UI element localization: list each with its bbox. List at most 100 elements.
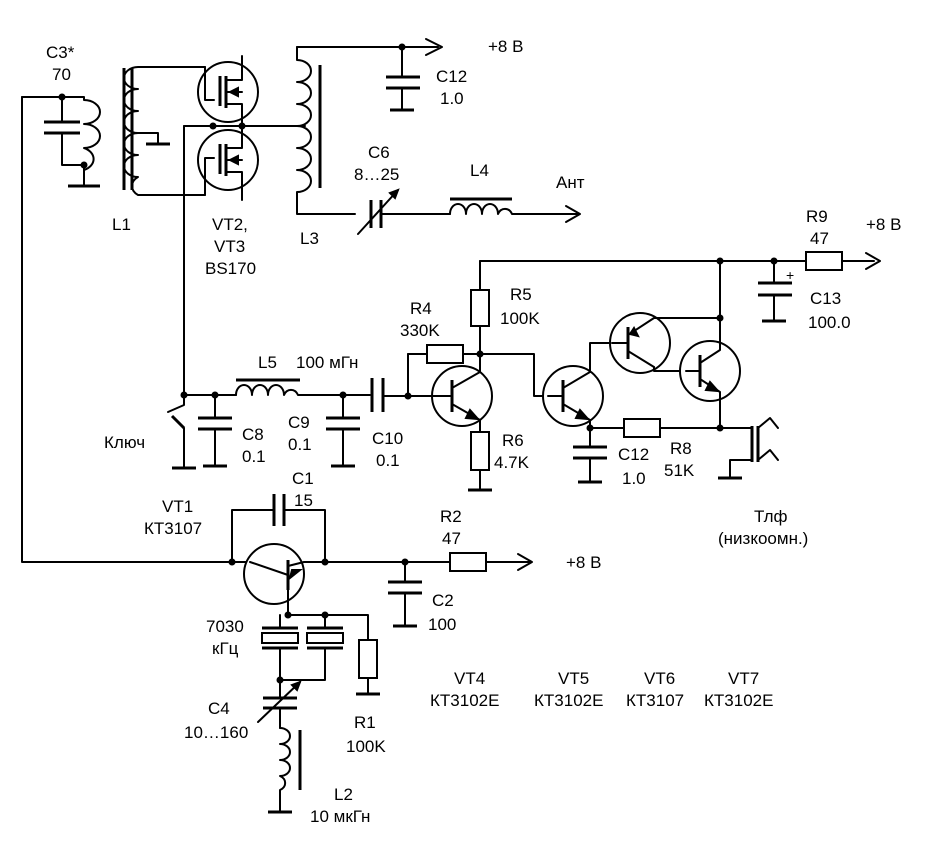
label-r4-value: 330K <box>400 321 440 340</box>
capacitor-c1 <box>228 494 329 566</box>
svg-text:+: + <box>786 267 794 283</box>
resistor-r5 <box>470 260 490 358</box>
capacitor-c12-bottom <box>573 427 607 484</box>
inductor-l5 <box>235 378 371 399</box>
component-labels: C3* 70 L1 VT2, VT3 BS170 L3 +8 В C12 1.0… <box>46 37 901 826</box>
label-l4: L4 <box>470 161 489 180</box>
wire-vt4-vt5 <box>479 353 549 397</box>
label-c10-value: 0.1 <box>376 451 400 470</box>
label-l5-value: 100 мГн <box>296 353 358 372</box>
wire-c3-vt1 <box>21 96 251 563</box>
transistor-vt4 <box>407 353 493 433</box>
label-vt23-c: BS170 <box>205 259 256 278</box>
label-c1: C1 <box>292 469 314 488</box>
label-supply-top: +8 В <box>488 37 523 56</box>
label-c4-value: 10…160 <box>184 723 248 742</box>
inductor-l4 <box>449 197 581 223</box>
audio-supply-rail <box>479 251 881 271</box>
label-r4: R4 <box>410 299 432 318</box>
resistor-r6 <box>468 431 492 492</box>
label-c4: C4 <box>208 699 230 718</box>
label-vt23-b: VT3 <box>214 237 245 256</box>
transistor-vt5 <box>542 342 613 432</box>
label-key: Ключ <box>104 433 145 452</box>
label-xtal-freq: 7030 <box>206 617 244 636</box>
label-supply-mid: +8 В <box>566 553 601 572</box>
variable-capacitor-c6 <box>357 188 451 235</box>
label-r5-value: 100K <box>500 309 540 328</box>
capacitor-c13: + <box>758 260 794 323</box>
capacitor-c8 <box>198 394 232 468</box>
label-c8-value: 0.1 <box>242 447 266 466</box>
label-l2-value: 10 мкГн <box>310 807 370 826</box>
label-tlf-note: (низкоомн.) <box>718 529 808 548</box>
inductor-l3 <box>296 38 443 215</box>
wire-l5-chain <box>183 391 237 399</box>
label-vt4: VT4 <box>454 669 485 688</box>
label-r8: R8 <box>670 439 692 458</box>
resistor-r2 <box>449 552 533 572</box>
label-l1: L1 <box>112 215 131 234</box>
inductor-l2 <box>268 727 302 814</box>
label-c3: C3* <box>46 43 75 62</box>
label-r2: R2 <box>440 507 462 526</box>
mosfet-wiring <box>183 55 306 396</box>
label-r1-value: 100K <box>346 737 386 756</box>
label-l5: L5 <box>258 353 277 372</box>
resistor-r4 <box>404 344 481 400</box>
label-ant: Ант <box>556 173 585 192</box>
label-vt7: VT7 <box>728 669 759 688</box>
label-c2: C2 <box>432 591 454 610</box>
label-vt7-type: КТ3102Е <box>704 691 773 710</box>
label-c12-top: C12 <box>436 67 467 86</box>
label-vt1-type: КТ3107 <box>144 519 202 538</box>
capacitor-c2 <box>388 561 422 628</box>
label-supply-right: +8 В <box>866 215 901 234</box>
label-vt4-type: КТ3102Е <box>430 691 499 710</box>
label-c13-value: 100.0 <box>808 313 851 332</box>
label-r2-value: 47 <box>442 529 461 548</box>
label-vt23-a: VT2, <box>212 215 248 234</box>
label-vt6-type: КТ3107 <box>626 691 684 710</box>
mosfet-vt3 <box>197 125 259 196</box>
capacitor-c12-top <box>386 43 420 112</box>
label-c9-value: 0.1 <box>288 435 312 454</box>
mosfet-vt2 <box>197 61 259 127</box>
transistor-vt1 <box>243 543 451 619</box>
transistor-vt7 <box>679 260 741 429</box>
label-c1-value: 15 <box>294 491 313 510</box>
label-c10: C10 <box>372 429 403 448</box>
label-c12-top-value: 1.0 <box>440 89 464 108</box>
label-vt5: VT5 <box>558 669 589 688</box>
label-c8: C8 <box>242 425 264 444</box>
key-switch <box>167 391 196 470</box>
variable-capacitor-c4 <box>257 679 302 729</box>
label-c12-bottom: C12 <box>618 445 649 464</box>
label-c12-bottom-value: 1.0 <box>622 469 646 488</box>
label-vt6: VT6 <box>644 669 675 688</box>
label-r6-value: 4.7K <box>494 453 530 472</box>
capacitor-c10 <box>370 378 409 412</box>
label-c13: C13 <box>810 289 841 308</box>
label-tlf: Тлф <box>754 507 788 526</box>
inductor-l1 <box>61 66 206 196</box>
label-c9: C9 <box>288 413 310 432</box>
label-vt1: VT1 <box>162 497 193 516</box>
resistor-r8 <box>589 418 724 438</box>
label-c3-value: 70 <box>52 65 71 84</box>
label-xtal-unit: кГц <box>212 639 239 658</box>
tuning-capacitor-c3 <box>21 93 88 186</box>
label-c6: C6 <box>368 143 390 162</box>
label-vt5-type: КТ3102Е <box>534 691 603 710</box>
label-l3: L3 <box>300 229 319 248</box>
crystal-7030khz <box>261 611 369 684</box>
label-r1: R1 <box>354 713 376 732</box>
resistor-r1 <box>356 639 380 696</box>
label-r9: R9 <box>806 207 828 226</box>
label-r5: R5 <box>510 285 532 304</box>
headphone-jack <box>718 417 779 480</box>
label-r8-value: 51K <box>664 461 695 480</box>
label-c2-value: 100 <box>428 615 456 634</box>
label-l2: L2 <box>334 785 353 804</box>
